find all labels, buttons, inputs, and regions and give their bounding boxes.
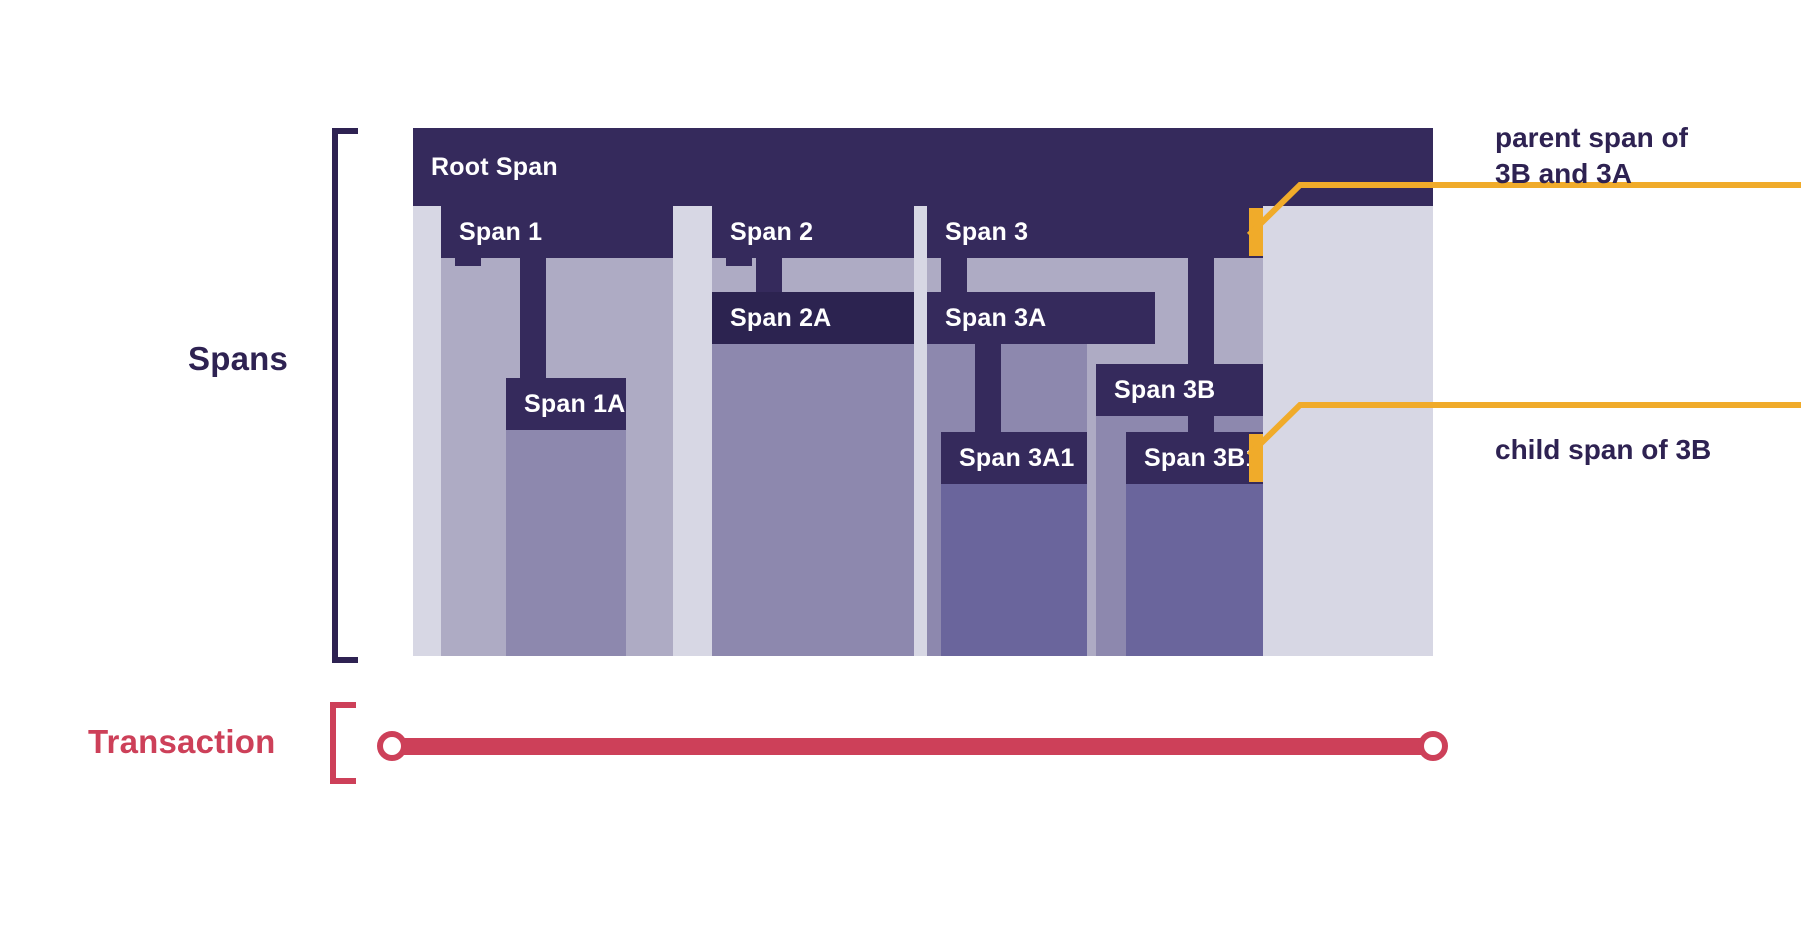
span-label-span-2a: Span 2A: [730, 303, 832, 332]
trail-span-1a: [506, 430, 626, 656]
span-bar-span-3b[interactable]: Span 3B: [1096, 364, 1263, 416]
transaction-section-label: Transaction: [88, 723, 276, 760]
span-label-span-1a: Span 1A: [524, 389, 626, 418]
span-bar-span-1a[interactable]: Span 1A: [506, 378, 626, 430]
callout-child-span: child span of 3B: [1495, 434, 1712, 465]
transaction-bar[interactable]: [386, 738, 1438, 755]
span-label-root: Root Span: [431, 152, 558, 181]
span-label-span-3b: Span 3B: [1114, 375, 1216, 404]
transaction-end-dot[interactable]: [1418, 731, 1448, 761]
spans-bracket: [332, 128, 358, 663]
callout-parent-span: parent span of 3B and 3A: [1495, 122, 1688, 189]
span-label-span-3b1: Span 3B1: [1144, 443, 1260, 472]
span-waterfall: Root Span Span 1 Span 1A Span 2 Span 2A …: [413, 128, 1433, 656]
trail-span-2a: [712, 344, 914, 656]
span-bar-span-3a1[interactable]: Span 3A1: [941, 432, 1087, 484]
span-bar-span-3a[interactable]: Span 3A: [927, 292, 1155, 344]
span-bar-span-3[interactable]: Span 3: [927, 206, 1263, 258]
leader-line-parent: [1245, 180, 1801, 240]
leader-line-child: [1245, 400, 1801, 460]
span-bar-span-1[interactable]: Span 1: [441, 206, 673, 258]
span-label-span-3: Span 3: [945, 217, 1029, 246]
transaction-bracket: [330, 702, 356, 784]
transaction-start-dot[interactable]: [377, 731, 407, 761]
span-bar-span-3b1[interactable]: Span 3B1: [1126, 432, 1263, 484]
trail-span-3b1: [1126, 484, 1263, 656]
span-label-span-1: Span 1: [459, 217, 543, 246]
trail-span-3a1: [941, 484, 1087, 656]
span-label-span-2: Span 2: [730, 217, 814, 246]
span-label-span-3a1: Span 3A1: [959, 443, 1075, 472]
span-bar-root[interactable]: Root Span: [413, 128, 1433, 206]
span-bar-span-2a[interactable]: Span 2A: [712, 292, 914, 344]
span-label-span-3a: Span 3A: [945, 303, 1047, 332]
spans-section-label: Spans: [188, 340, 289, 377]
span-bar-span-2[interactable]: Span 2: [712, 206, 914, 258]
